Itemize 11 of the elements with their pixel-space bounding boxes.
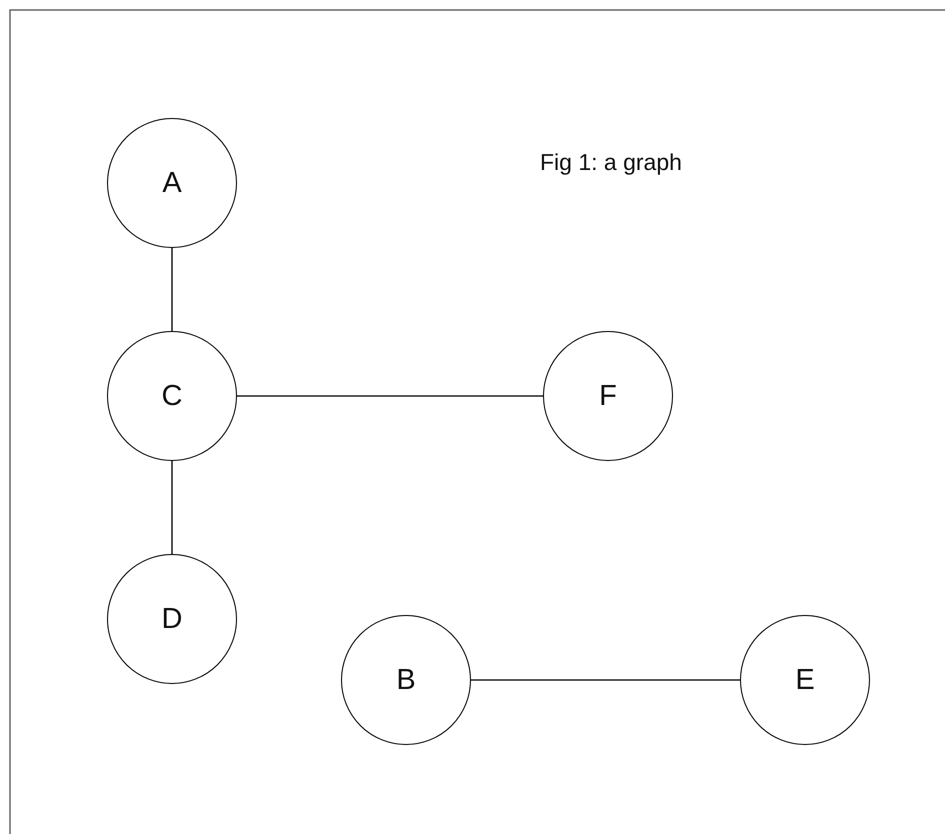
node-label: D (162, 602, 182, 636)
node-label: A (162, 166, 182, 200)
node-label: B (396, 664, 416, 696)
connector-line (171, 461, 173, 554)
figure-title: Fig 1: a graph (540, 149, 682, 176)
connector-line (171, 248, 173, 331)
node-label: E (795, 664, 815, 696)
connector-line (471, 679, 740, 681)
node-label: F (599, 380, 617, 412)
connector-line (237, 395, 543, 397)
node-label: C (162, 380, 182, 412)
